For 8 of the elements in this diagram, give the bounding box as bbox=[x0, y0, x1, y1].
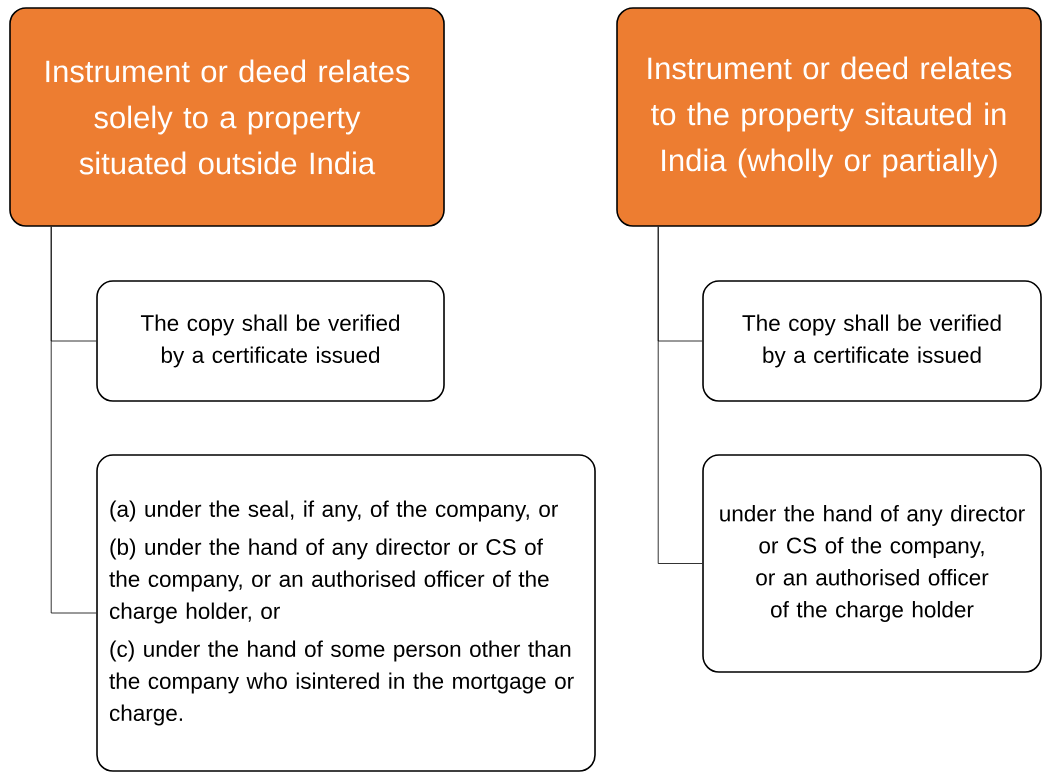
text-box: The copy shall be verified by a certificate issued bbox=[96, 280, 445, 402]
text-box: Instrument or deed relates solely to a property situated outside India bbox=[9, 7, 445, 227]
text-box: under the hand of any director or CS of the company, or an authorised officer of the charge holder bbox=[702, 454, 1042, 673]
connector-line bbox=[50, 226, 97, 614]
text-box: (a) under the seal, if any, of the company, or (b) under the hand of any director or CS of the company, or an authorised officer of the charge holder, or (c) under the hand of some person other than the company who isintered in the mortgage or charge. bbox=[96, 454, 596, 772]
text-box: Instrument or deed relates to the property sitauted in India (wholly or partially) bbox=[616, 7, 1042, 227]
text-box: The copy shall be verified by a certificate issued bbox=[702, 280, 1042, 402]
connector-line bbox=[657, 226, 703, 564]
